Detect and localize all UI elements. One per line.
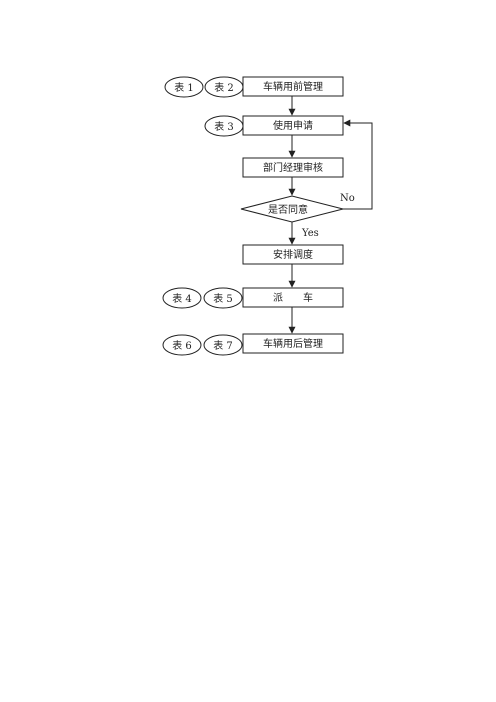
form-4-badge: 表 4 [162,287,202,309]
form-2-badge: 表 2 [204,76,244,98]
node-dispatch-vehicle-label: 派 车 [273,291,313,304]
form-7-badge: 表 7 [203,334,243,356]
form-6-label: 表 6 [172,339,192,352]
node-vehicle-pre-management-label: 车辆用前管理 [263,80,323,93]
edge-label-yes: Yes [301,228,319,239]
form-6-badge: 表 6 [162,334,202,356]
form-3-label: 表 3 [214,120,234,133]
node-dept-manager-review: 部门经理审核 [242,157,344,178]
form-5-label: 表 5 [213,292,233,305]
edge-label-no: No [340,193,355,204]
node-vehicle-pre-management: 车辆用前管理 [242,76,344,97]
form-2-label: 表 2 [214,81,234,94]
form-4-label: 表 4 [172,292,192,305]
node-dispatch-vehicle: 派 车 [242,287,344,308]
edge-decision-no-loop [343,119,373,210]
form-5-badge: 表 5 [203,287,243,309]
node-approved-decision-label: 是否同意 [268,203,308,216]
node-dispatch-schedule: 安排调度 [242,244,344,265]
form-1-label: 表 1 [174,81,194,94]
node-use-application: 使用申请 [242,115,344,136]
node-dispatch-schedule-label: 安排调度 [273,248,313,261]
node-approved-decision: 是否同意 [240,195,344,223]
node-vehicle-post-management: 车辆用后管理 [242,333,344,354]
form-3-badge: 表 3 [204,115,244,137]
node-vehicle-post-management-label: 车辆用后管理 [263,337,323,350]
form-1-badge: 表 1 [164,76,204,98]
form-7-label: 表 7 [213,339,233,352]
node-use-application-label: 使用申请 [273,119,313,132]
node-dept-manager-review-label: 部门经理审核 [263,161,323,174]
